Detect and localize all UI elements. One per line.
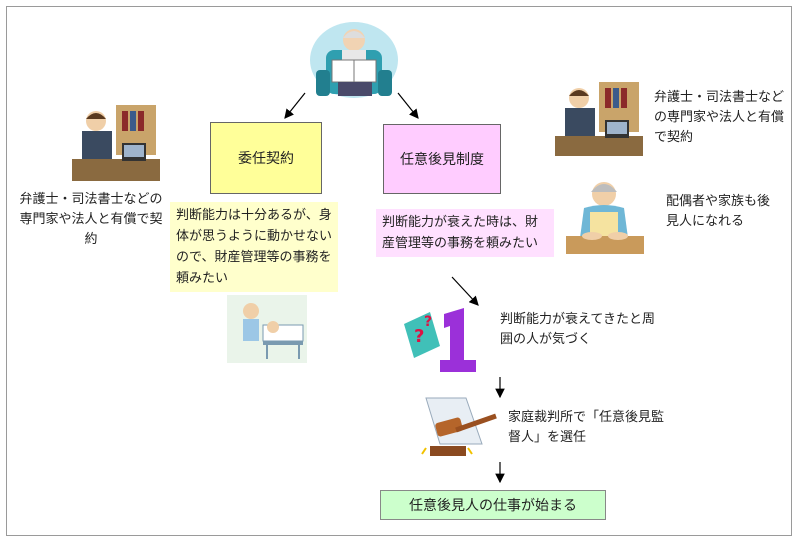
guardianship-description: 判断能力が衰えた時は、財産管理等の事務を頼みたい [376,209,554,257]
lawyer-at-desk-icon [72,105,160,181]
delegation-contract-box: 委任契約 [210,122,322,194]
lawyer-at-desk-icon [555,82,643,156]
arrow-to-notice [451,276,479,306]
arrow-to-guardianship [397,92,419,119]
question-number-one-icon: ? ? [404,308,476,372]
left-professional-note: 弁護士・司法書士などの専門家や法人と有償で契約 [19,192,163,247]
step-court-text: 家庭裁判所で「任意後見監督人」を選任 [508,410,665,445]
elderly-man-reading-icon [310,22,398,98]
guardian-work-begins-box: 任意後見人の仕事が始まる [380,490,606,520]
step-notice-text: 判断能力が衰えてきたと周囲の人が気づく [500,312,655,347]
delegation-description: 判断能力は十分あるが、身体が思うように動かせないので、財産管理等の事務を頼みたい [170,202,338,292]
right-professional-note: 弁護士・司法書士などの専門家や法人と有償で契約 [654,90,785,145]
voluntary-guardianship-box: 任意後見制度 [383,124,501,194]
elderly-woman-cooking-icon [566,182,644,254]
right-family-note: 配偶者や家族も後見人になれる [666,194,771,229]
arrow-to-delegation [284,92,306,119]
svg-text:?: ? [424,314,432,330]
hospital-bed-icon [227,295,307,363]
gavel-icon [421,397,497,456]
svg-text:?: ? [414,326,424,347]
